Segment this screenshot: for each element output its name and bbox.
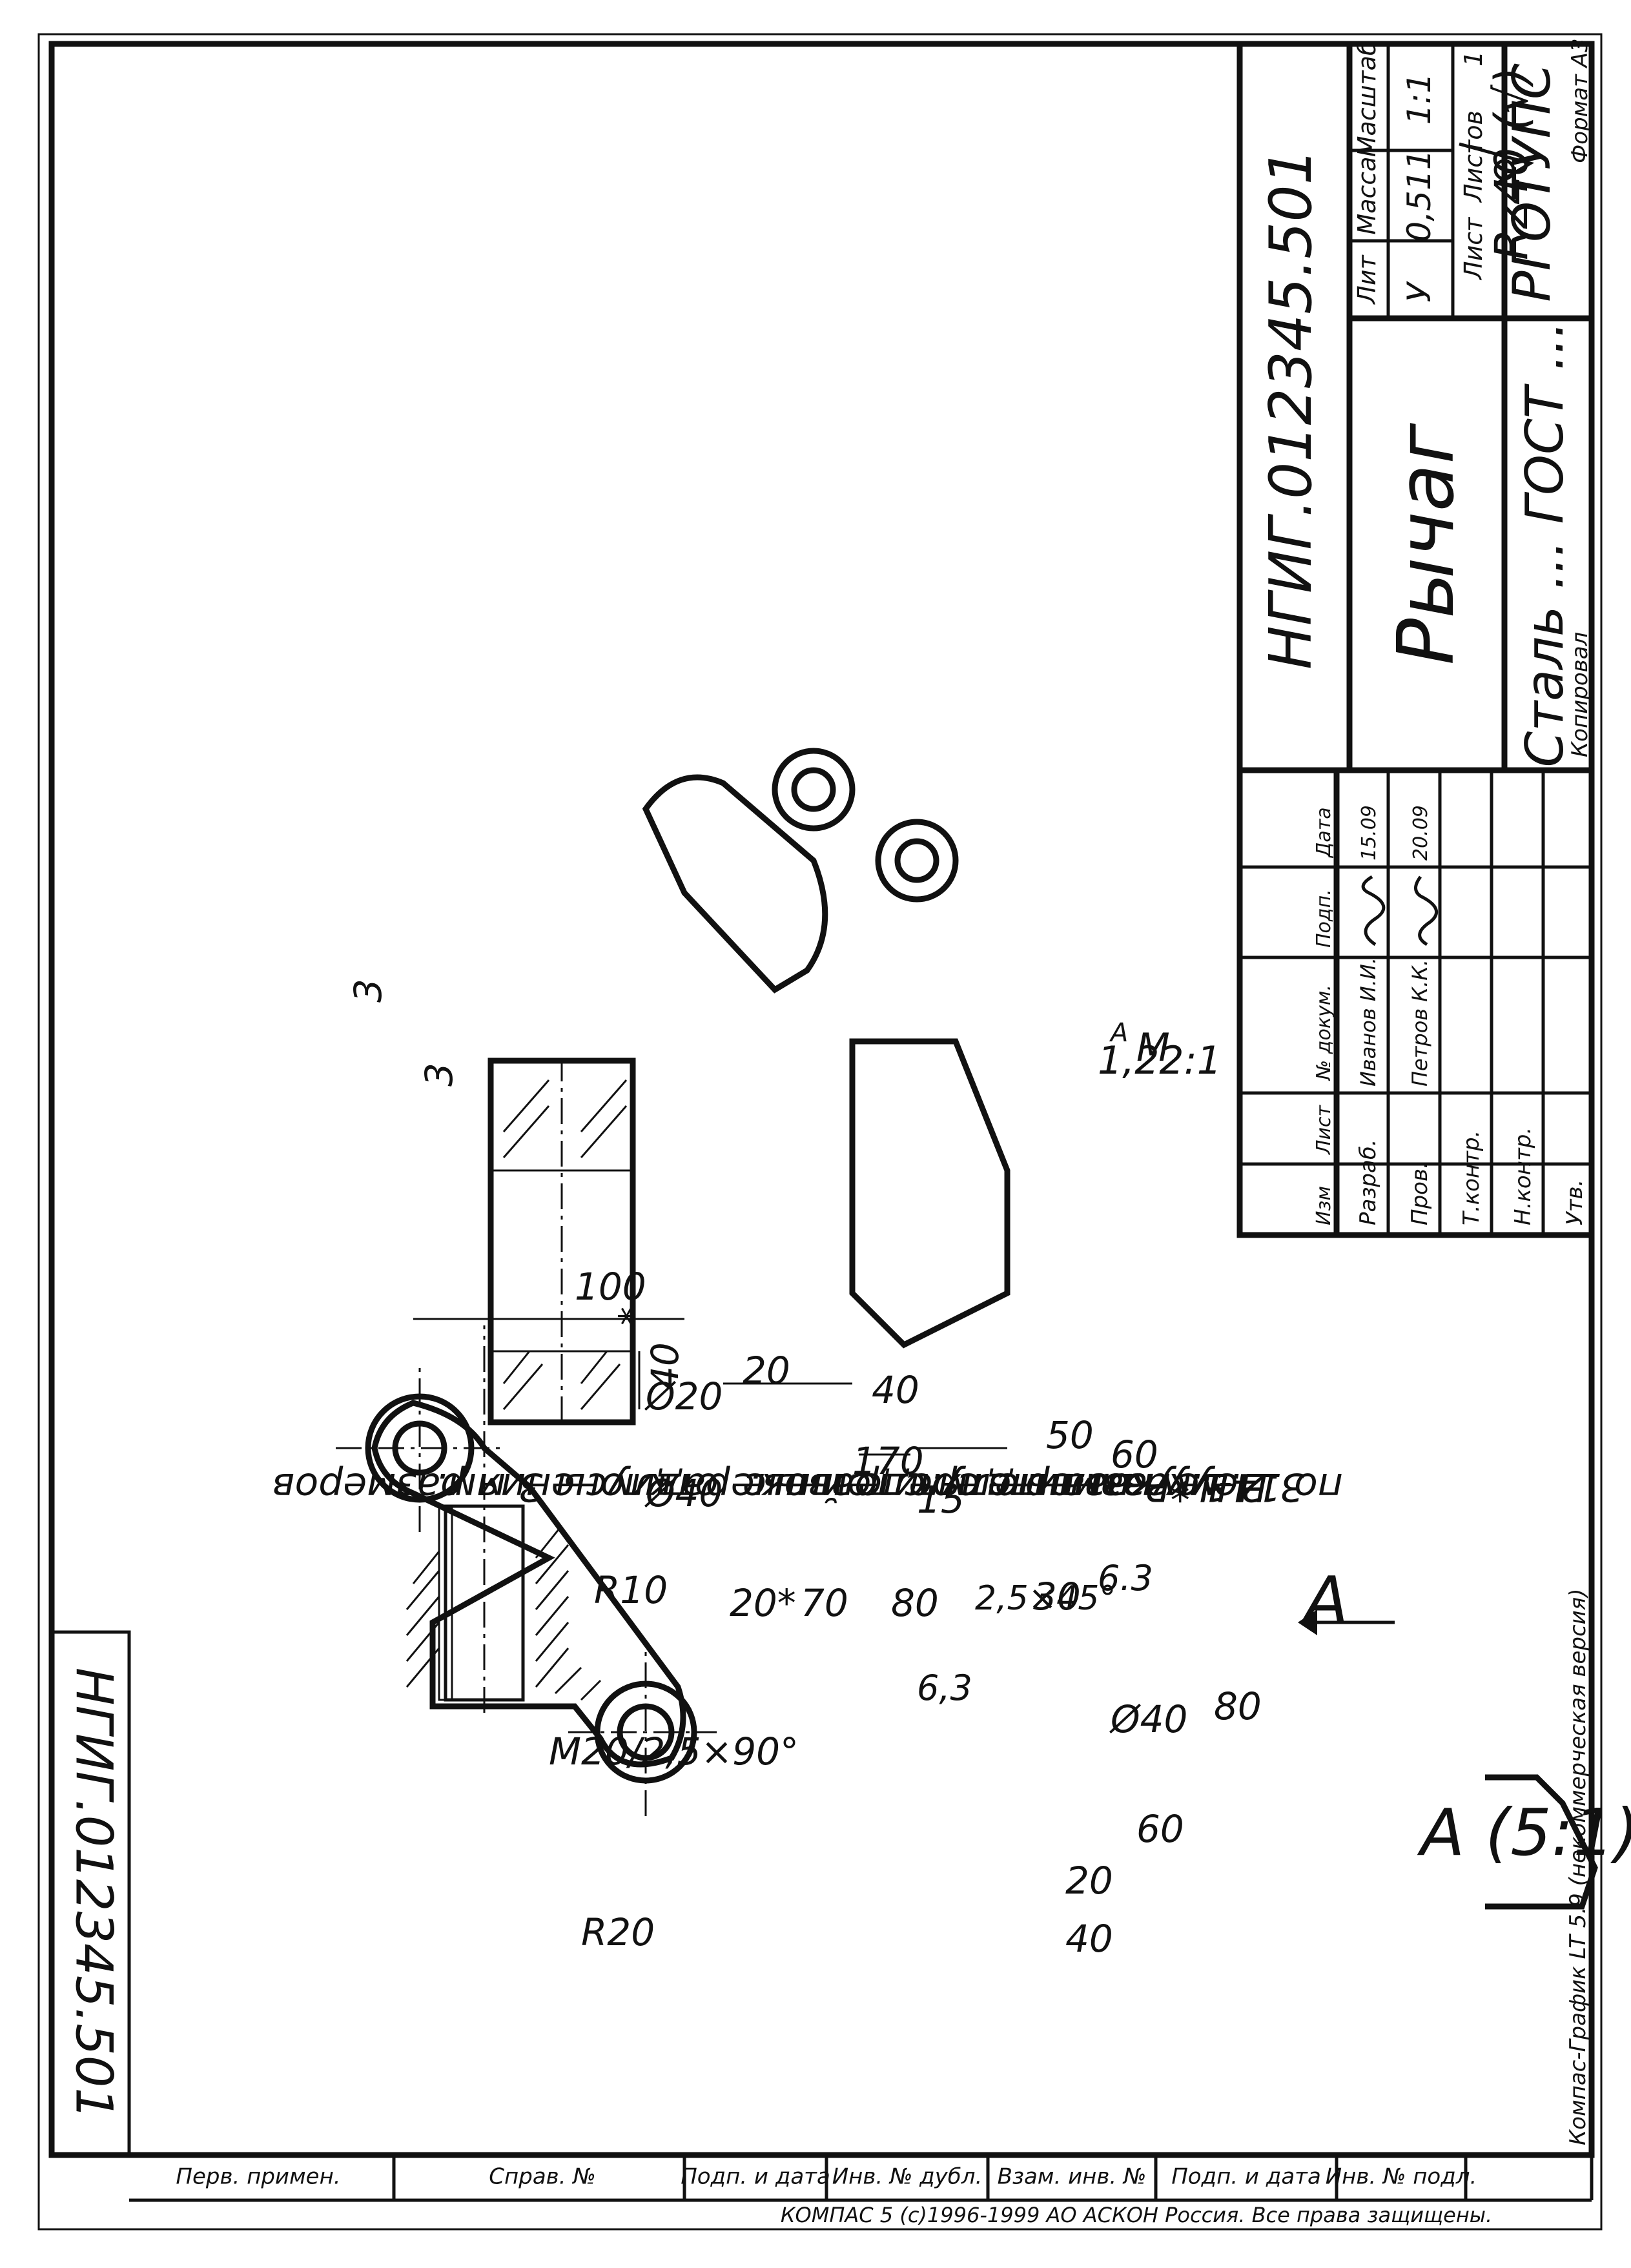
mass-center-sub: A [1109, 1018, 1128, 1048]
title-block: НГИГ.012345.501 Рычаг Сталь ... ГОСТ ...… [1236, 38, 1595, 1238]
stamp-inv-dubl: Инв. № дубл. [832, 2164, 983, 2190]
stamp-vzam-inv: Взам. инв. № [998, 2164, 1147, 2190]
tb-date-1: 15.09 [1358, 805, 1380, 861]
tb-scale-value: 1:1 [1400, 73, 1438, 125]
dim-15: 15 [917, 1478, 965, 1522]
tb-designation: НГИГ.012345.501 [1257, 148, 1325, 669]
dim-chamfer: 2,5×45° [975, 1579, 1116, 1618]
stamp-podp-data-2: Подп. и дата [1171, 2164, 1321, 2190]
side-stamp: Подп. и дата Инв. № дубл. Взам. инв. № П… [681, 2155, 1594, 2227]
signature-2 [1414, 875, 1438, 946]
stamp-copyright: КОМПАС 5 (с)1996-1999 АО АСКОН Россия. В… [781, 2203, 1492, 2227]
tb-mass-header: Масса [1353, 156, 1381, 234]
dim-80-right: 80 [891, 1581, 939, 1625]
outer-frame [37, 33, 1603, 2231]
tb-col-izm: Изм [1313, 1186, 1335, 1225]
tb-copied: Копировал [1567, 632, 1593, 757]
dim-20-star: 20* [730, 1581, 796, 1625]
dim-60-side: 60 [1111, 1433, 1158, 1476]
mass-center: M [1136, 1025, 1170, 1070]
rotated-designation-box [50, 1630, 131, 2157]
signature-1 [1361, 875, 1386, 946]
roughness-front: 6,3 [917, 1668, 972, 1708]
tb-name-petrov: Петров К.К. [1408, 959, 1432, 1087]
tb-organization: РГОТУПС [1502, 63, 1562, 302]
tb-role-tkontr: Т.контр. [1459, 1130, 1484, 1225]
dim-m20: M20/2,5×90° [549, 1730, 799, 1773]
front-dimensions: 100 * Ø20 Ø40 40 R10 M20/2,5×90° R20 20*… [413, 1265, 1395, 1961]
dim-70: 70 [801, 1581, 848, 1625]
stamp-podp-data-1: Подп. и дата [681, 2164, 830, 2190]
tb-lit-value: У [1400, 280, 1438, 302]
tb-col-sign: Подп. [1313, 889, 1335, 948]
tb-name-ivanov: Иванов И.И. [1356, 957, 1380, 1087]
detail-3a: 3 [346, 979, 390, 1003]
tb-sheets-value: 1 [1459, 51, 1488, 66]
tb-scale-header: Масштаб [1353, 41, 1381, 158]
tb-sheets-label: Листов [1459, 110, 1488, 203]
detail-a: А (5:1) 3 3 [346, 979, 1631, 1910]
dim-20-side: 20 [743, 1349, 790, 1393]
tb-lit-header: Лит [1353, 254, 1381, 305]
dim-d40-hole: Ø40 [644, 1471, 723, 1515]
dim-80-bottom: 80 [1214, 1684, 1262, 1728]
tb-sheet-label: Лист [1459, 216, 1488, 281]
dim-40-side: 40 [872, 1368, 919, 1412]
roughness-symbol: Rz40 (√) [1459, 67, 1538, 260]
inner-frame [48, 41, 1595, 2158]
side-view: 20 40 15 50 60 [487, 1057, 1158, 1522]
stamp-inv-podl: Инв. № подл. [1326, 2164, 1477, 2190]
isometric-view: M A 1,22:1 [642, 748, 1222, 1349]
rotated-designation: НГИГ.012345.501 [65, 1668, 123, 2120]
software-version: Компас-График LT 5.9 (некоммерческая вер… [1565, 1588, 1591, 2145]
dim-d20-hole: Ø20 [644, 1374, 723, 1418]
note-1: 1.*Размер для справок. [748, 1464, 1227, 1509]
tb-role-razrab: Разраб. [1355, 1139, 1381, 1225]
dim-d40-bore: Ø40 [1109, 1697, 1187, 1741]
dim-20-left: 20 [1065, 1859, 1113, 1903]
dim-50: 50 [1046, 1413, 1094, 1457]
dim-30: 30 [1033, 1575, 1081, 1619]
side-stamp-top: Перв. примен. Справ. № [129, 2153, 684, 2202]
front-view [336, 1325, 717, 1816]
tb-name: Рычаг [1382, 423, 1472, 666]
detail-3b: 3 [417, 1063, 461, 1087]
roughness-machined: 6.3 [1098, 1558, 1153, 1599]
tb-role-utv: Утв. [1562, 1180, 1588, 1225]
technical-notes: 1.*Размер для справок. 2.Неуказанные лит… [272, 1464, 1343, 1509]
detail-label: А (5:1) [1417, 1795, 1631, 1870]
tb-material: Сталь ... ГОСТ ... [1515, 322, 1575, 768]
dim-60: 60 [1136, 1807, 1184, 1851]
tb-role-prov: Пров. [1407, 1161, 1433, 1225]
tb-col-list: Лист [1313, 1104, 1335, 1155]
dim-170: 170 [852, 1439, 924, 1483]
note-4: по 14-му квалитету. [930, 1464, 1343, 1509]
roughness-other: (√) [1485, 67, 1538, 131]
mass-center-value: 1,22:1 [1098, 1038, 1222, 1083]
note-2: 2.Неуказанные литейные радиусы 3 мм. [435, 1464, 1266, 1509]
tb-date-2: 20.09 [1410, 805, 1432, 861]
tb-mass-value: 0,511 [1400, 149, 1438, 241]
dim-40-top: 40 [643, 1342, 687, 1390]
tb-role-nkontr: Н.контр. [1510, 1127, 1536, 1225]
tb-format: Формат А3 [1567, 38, 1593, 163]
stamp-sprav-no: Справ. № [489, 2164, 595, 2190]
note-3: 3.Неуказанные предельные отклонения разм… [272, 1464, 1304, 1509]
stamp-perv-primen: Перв. примен. [176, 2164, 340, 2190]
dim-r20: R20 [581, 1910, 655, 1954]
dim-r10: R10 [594, 1568, 668, 1612]
tb-col-date: Дата [1313, 807, 1335, 859]
tb-col-doc: № докум. [1313, 985, 1335, 1081]
dim-40-left: 40 [1065, 1917, 1113, 1961]
